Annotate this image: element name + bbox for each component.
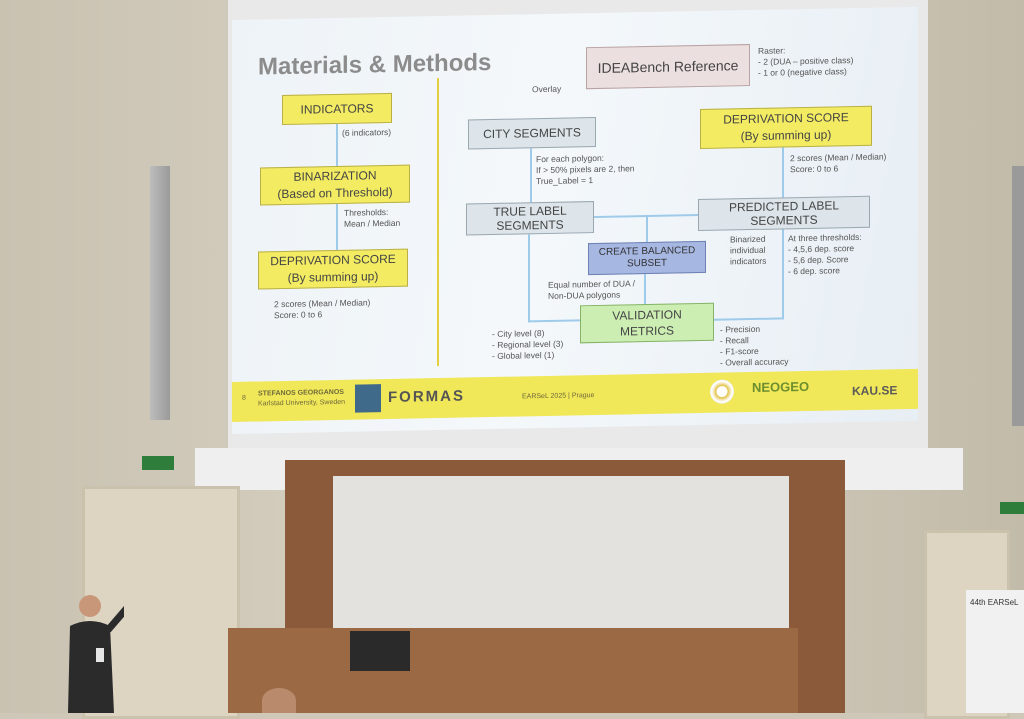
exit-sign <box>142 456 174 470</box>
event-label: EARSeL 2025 | Prague <box>522 392 595 401</box>
presenter <box>68 595 124 713</box>
arrow <box>336 203 338 251</box>
banner-text: 44th EARSeL <box>970 598 1019 607</box>
arrow <box>528 319 580 323</box>
raster-note: Raster:- 2 (DUA – positive class)- 1 or … <box>758 45 854 78</box>
lecture-desk <box>228 628 798 713</box>
whiteboard <box>333 476 789 652</box>
metrics-note: - Precision- Recall- F1-score- Overall a… <box>720 323 789 368</box>
neogeo-logo: NEOGEO <box>752 378 810 396</box>
projected-slide: Materials & Methods INDICATORS (6 indica… <box>232 6 918 435</box>
indicators-box: INDICATORS <box>282 92 392 126</box>
wall-speaker-right <box>1012 166 1024 426</box>
conference-banner: 44th EARSeL <box>966 590 1024 713</box>
indicators-note: (6 indicators) <box>342 126 392 138</box>
arrow <box>782 229 784 320</box>
arrow <box>782 147 784 198</box>
wall-speaker <box>150 166 170 420</box>
exit-sign-right <box>1000 502 1024 514</box>
page-number: 8 <box>242 394 246 402</box>
dep-scores-note: 2 scores (Mean / Median)Score: 0 to 6 <box>790 151 887 175</box>
slide-title: Materials & Methods <box>258 49 492 81</box>
author-name: STEFANOS GEORGANOS <box>258 388 344 398</box>
arrow <box>336 123 338 167</box>
ideabench-reference-box: IDEABench Reference <box>586 44 750 90</box>
arrow <box>528 234 530 323</box>
arrow <box>714 317 784 321</box>
audience-head <box>262 688 296 713</box>
levels-note: - City level (8)- Regional level (3)- Gl… <box>492 328 564 362</box>
equal-number-note: Equal number of DUA /Non-DUA polygons <box>548 278 635 301</box>
kau-logo: KAU.SE <box>852 383 898 399</box>
binarization-box: BINARIZATION(Based on Threshold) <box>260 164 410 206</box>
arrow <box>530 148 532 203</box>
author-affiliation: Karlstad University, Sweden <box>258 398 346 408</box>
slide-divider <box>437 78 439 367</box>
slide-footer: 8 STEFANOS GEORGANOS Karlstad University… <box>232 368 918 422</box>
scores-note-left: 2 scores (Mean / Median)Score: 0 to 6 <box>274 297 371 321</box>
deprivation-score-box-left: DEPRIVATION SCORE(By summing up) <box>258 248 408 290</box>
thresholds-note: Thresholds:Mean / Median <box>344 206 401 229</box>
polygon-note: For each polygon:If > 50% pixels are 2, … <box>536 152 635 187</box>
arrow <box>646 216 648 243</box>
desk-monitor <box>350 631 410 671</box>
conference-logo <box>710 379 734 404</box>
city-segments-box: CITY SEGMENTS <box>468 117 596 150</box>
arrow <box>644 274 646 305</box>
deprivation-score-box-right: DEPRIVATION SCORE(By summing up) <box>700 105 872 150</box>
formas-logo: FORMAS <box>388 387 465 407</box>
partner-logo <box>355 384 381 413</box>
overlay-label: Overlay <box>532 83 562 95</box>
three-thresholds-note: At three thresholds:- 4,5,6 dep. score- … <box>788 231 862 277</box>
